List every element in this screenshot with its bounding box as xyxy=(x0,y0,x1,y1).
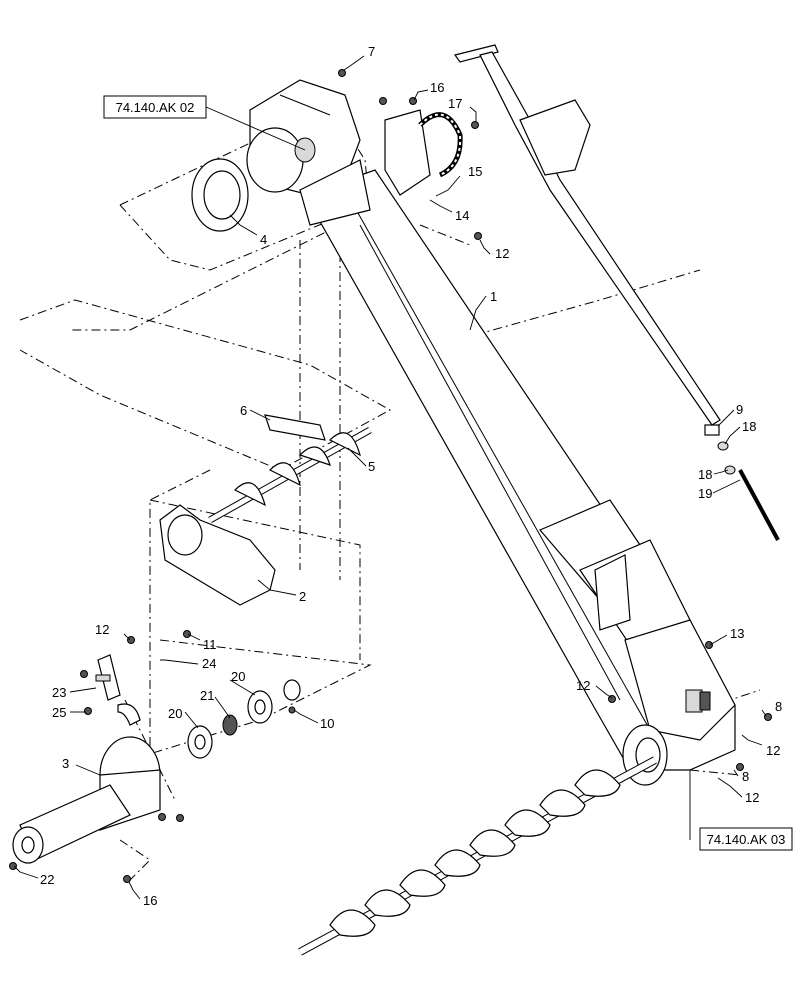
callout-3: 3 xyxy=(62,756,69,771)
callout-15: 15 xyxy=(468,164,482,179)
callout-7: 7 xyxy=(368,44,375,59)
upper-auger-flight xyxy=(208,414,372,524)
flange-plate-4 xyxy=(191,158,249,232)
callout-18-top: 18 xyxy=(742,419,756,434)
callout-4: 4 xyxy=(260,232,267,247)
callout-9: 9 xyxy=(736,402,743,417)
callout-18-bottom: 18 xyxy=(698,467,712,482)
shaft-sleeve-3 xyxy=(12,736,161,864)
callout-labels: 7 16 17 15 14 12 4 1 6 5 2 11 24 12 23 2… xyxy=(40,44,782,908)
reference-box-top[interactable]: 74.140.AK 02 xyxy=(103,95,306,151)
callout-11: 11 xyxy=(203,637,217,652)
callout-12-top: 12 xyxy=(495,246,509,261)
bracket-23 xyxy=(95,654,121,701)
callout-8-bottom: 8 xyxy=(742,769,749,784)
callout-17: 17 xyxy=(448,96,462,111)
callout-19: 19 xyxy=(698,486,712,501)
callout-12-bottom: 12 xyxy=(745,790,759,805)
auger-tube xyxy=(304,169,736,771)
callout-12-right: 12 xyxy=(766,743,780,758)
reference-label-bottom: 74.140.AK 03 xyxy=(707,832,786,847)
bearing-parts xyxy=(117,679,301,759)
callout-12-mid: 12 xyxy=(576,678,590,693)
callout-8-top: 8 xyxy=(775,699,782,714)
reference-label-top: 74.140.AK 02 xyxy=(116,100,195,115)
callout-13: 13 xyxy=(730,626,744,641)
callout-10: 10 xyxy=(320,716,334,731)
upper-housing xyxy=(246,79,371,226)
chain-guard xyxy=(384,109,463,196)
reference-box-bottom[interactable]: 74.140.AK 03 xyxy=(689,770,793,851)
callout-25: 25 xyxy=(52,705,66,720)
hardware-bolts xyxy=(9,69,772,883)
callout-1: 1 xyxy=(490,289,497,304)
callout-2: 2 xyxy=(299,589,306,604)
callout-14: 14 xyxy=(455,208,469,223)
callout-22: 22 xyxy=(40,872,54,887)
callout-20-right: 20 xyxy=(231,669,245,684)
callout-12-left: 12 xyxy=(95,622,109,637)
handle-rod xyxy=(453,44,780,541)
callout-20-left: 20 xyxy=(168,706,182,721)
lower-auger-flight xyxy=(298,724,668,956)
callout-21: 21 xyxy=(200,688,214,703)
callout-5: 5 xyxy=(368,459,375,474)
callout-6: 6 xyxy=(240,403,247,418)
bottom-plate-2 xyxy=(159,504,276,606)
callout-24: 24 xyxy=(202,656,216,671)
leader-lines xyxy=(13,55,767,900)
callout-16-top: 16 xyxy=(430,80,444,95)
callout-16-bottom: 16 xyxy=(143,893,157,908)
callout-23: 23 xyxy=(52,685,66,700)
